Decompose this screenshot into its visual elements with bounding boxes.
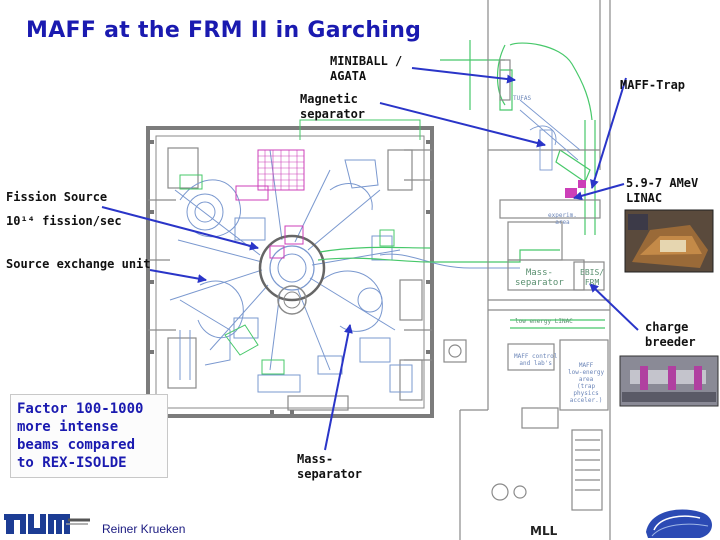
label-magnetic-separator: Magnetic separator xyxy=(300,92,365,122)
plan-label-ebis-line1: EBIS/ xyxy=(580,268,605,277)
plan-label-mass-sep-line1: Mass- xyxy=(525,268,553,278)
plan-label-mass-sep-line2: separator xyxy=(515,278,564,288)
label-miniball: MINIBALL / AGATA xyxy=(330,54,402,84)
arrow-miniball xyxy=(411,67,516,84)
plan-label-maff-lab-line4: (trap xyxy=(577,383,596,390)
charge-breeder-photo xyxy=(619,355,719,407)
decorative-line-icon xyxy=(66,518,90,525)
author-name: Reiner Krueken xyxy=(102,522,186,536)
arrow-magnetic-separator xyxy=(379,102,546,148)
intensity-callout: Factor 100-1000 more intense beams compa… xyxy=(10,394,168,478)
plan-label-maff-lab-line2: low-energy xyxy=(568,369,605,376)
label-linac: 5.9-7 AMeV LINAC xyxy=(626,176,698,206)
callout-line1: Factor 100-1000 xyxy=(17,401,144,417)
plan-label-low-energy-linac: low energy LINAC xyxy=(515,318,573,325)
label-charge-breeder-line1: charge xyxy=(645,320,689,334)
label-miniball-line1: MINIBALL / xyxy=(330,54,403,68)
plan-label-maff-lab-line1: MAFF xyxy=(578,362,594,369)
linac-photo xyxy=(624,209,714,273)
label-charge-breeder: charge breeder xyxy=(645,320,696,350)
tum-logo xyxy=(4,514,70,534)
label-magnetic-line1: Magnetic xyxy=(300,92,358,106)
arrow-fission-source xyxy=(101,206,259,251)
slide-title: MAFF at the FRM II in Garching xyxy=(26,18,422,43)
label-linac-line1: 5.9-7 AMeV xyxy=(626,176,699,190)
label-mass-separator: Mass- separator xyxy=(297,452,362,482)
label-mass-sep-line2: separator xyxy=(297,467,363,481)
plan-label-exp-area-line1: experim. xyxy=(548,212,577,219)
label-mass-sep-line1: Mass- xyxy=(297,452,334,466)
plan-label-tufas: TUFAS xyxy=(513,95,532,102)
label-maff-trap: MAFF-Trap xyxy=(620,78,686,92)
callout-line3: beams compared xyxy=(17,437,136,453)
arrow-mass-separator xyxy=(324,324,353,451)
plan-label-control: MAFF control and lab's xyxy=(514,353,557,367)
arrow-source-exchange xyxy=(149,269,207,284)
arrow-charge-breeder xyxy=(589,283,639,331)
callout-line4: to REX-ISOLDE xyxy=(17,455,127,471)
label-source-exchange: Source exchange unit xyxy=(6,257,151,271)
label-charge-breeder-line2: breeder xyxy=(645,335,696,349)
label-miniball-line2: AGATA xyxy=(330,69,367,83)
plan-label-mass-separator: Mass- separator xyxy=(515,268,564,288)
plan-label-ebis-line2: FRM xyxy=(584,278,600,287)
label-linac-line2: LINAC xyxy=(626,191,663,205)
label-fission-source: Fission Source xyxy=(6,190,108,204)
arrow-maff-trap xyxy=(590,77,627,189)
e12-logo xyxy=(646,509,712,538)
experiment-hall xyxy=(443,0,611,540)
plan-label-control-line1: MAFF control xyxy=(514,353,558,360)
callout-line2: more intense xyxy=(17,419,119,435)
label-fission-rate: 10¹⁴ fission/sec xyxy=(6,214,122,228)
plan-label-maff-lab-line6: acceler.) xyxy=(569,397,603,404)
plan-label-control-line2: and lab's xyxy=(519,360,552,367)
plan-label-ebis: EBIS/ FRM xyxy=(580,268,604,288)
plan-label-maff-lab: MAFF low-energy area (trap physics accel… xyxy=(568,362,604,404)
arrow-linac xyxy=(573,183,625,201)
reactor-core xyxy=(258,234,326,315)
beamline xyxy=(317,40,605,329)
plan-label-maff-lab-line5: physics xyxy=(573,390,599,397)
plan-label-maff-lab-line3: area xyxy=(578,376,594,383)
label-magnetic-line2: separator xyxy=(300,107,366,121)
plan-label-exp-area-line2: area xyxy=(555,219,570,226)
building-label: MLL xyxy=(530,524,558,538)
plan-label-exp-area: experim. area xyxy=(548,212,577,226)
